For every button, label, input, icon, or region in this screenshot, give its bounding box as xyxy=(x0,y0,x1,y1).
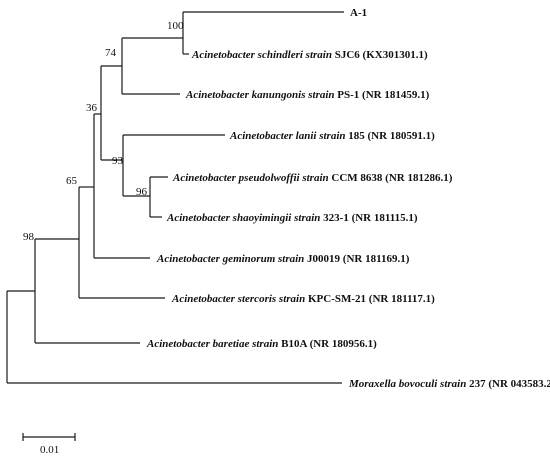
leaf-baretiae-species: Acinetobacter baretiae strain xyxy=(146,338,278,350)
leaf-baretiae-strain: B10A (NR 180956.1) xyxy=(281,338,377,350)
leaf-geminorum-strain: J00019 (NR 181169.1) xyxy=(307,253,410,265)
leaf-kanungonis-strain: PS-1 (NR 181459.1) xyxy=(337,89,429,101)
leaf-label-kanungonis: Acinetobacter kanungonis strain PS-1 (NR… xyxy=(185,89,430,101)
leaf-label-moraxella: Moraxella bovoculi strain 237 (NR 043583… xyxy=(348,378,550,390)
leaf-stercoris-species: Acinetobacter stercoris strain xyxy=(171,293,305,305)
leaf-label-pseudolwoffii: Acinetobacter pseudolwoffii strain CCM 8… xyxy=(172,172,453,184)
leaf-schindleri-species: Acinetobacter schindleri strain xyxy=(191,49,332,61)
leaf-label-lanii: Acinetobacter lanii strain 185 (NR 18059… xyxy=(229,130,435,142)
leaf-label-geminorum: Acinetobacter geminorum strain J00019 (N… xyxy=(156,253,410,265)
bootstrap-100: 100 xyxy=(167,20,184,32)
leaf-label-a1: A-1 xyxy=(350,7,367,19)
bootstrap-96: 96 xyxy=(136,186,148,198)
leaf-geminorum-species: Acinetobacter geminorum strain xyxy=(156,253,304,265)
scale-bar: 0.01 xyxy=(22,433,76,456)
leaf-lanii-species: Acinetobacter lanii strain xyxy=(229,130,346,142)
leaf-label-stercoris: Acinetobacter stercoris strain KPC-SM-21… xyxy=(171,293,435,305)
bootstrap-36: 36 xyxy=(86,102,98,114)
leaf-label-a1-name: A-1 xyxy=(350,7,367,19)
leaf-lanii-strain: 185 (NR 180591.1) xyxy=(348,130,435,142)
bootstrap-74: 74 xyxy=(105,47,117,59)
leaf-schindleri-strain: SJC6 (KX301301.1) xyxy=(335,49,428,61)
bootstrap-93: 93 xyxy=(112,155,124,167)
bootstrap-65: 65 xyxy=(66,175,78,187)
leaf-stercoris-strain: KPC-SM-21 (NR 181117.1) xyxy=(308,293,435,305)
leaf-shaoyimingii-strain: 323-1 (NR 181115.1) xyxy=(323,212,418,224)
leaf-pseudolwoffii-strain: CCM 8638 (NR 181286.1) xyxy=(331,172,452,184)
leaf-label-shaoyimingii: Acinetobacter shaoyimingii strain 323-1 … xyxy=(166,212,418,224)
leaf-label-baretiae: Acinetobacter baretiae strain B10A (NR 1… xyxy=(146,338,377,350)
scale-bar-label: 0.01 xyxy=(40,444,59,456)
leaf-moraxella-species: Moraxella bovoculi strain xyxy=(348,378,466,390)
bootstrap-98: 98 xyxy=(23,231,35,243)
leaf-pseudolwoffii-species: Acinetobacter pseudolwoffii strain xyxy=(172,172,329,184)
leaf-moraxella-strain: 237 (NR 043583.2) xyxy=(469,378,550,390)
leaf-shaoyimingii-species: Acinetobacter shaoyimingii strain xyxy=(166,212,320,224)
leaf-kanungonis-species: Acinetobacter kanungonis strain xyxy=(185,89,335,101)
leaf-label-schindleri: Acinetobacter schindleri strain SJC6 (KX… xyxy=(191,49,428,61)
